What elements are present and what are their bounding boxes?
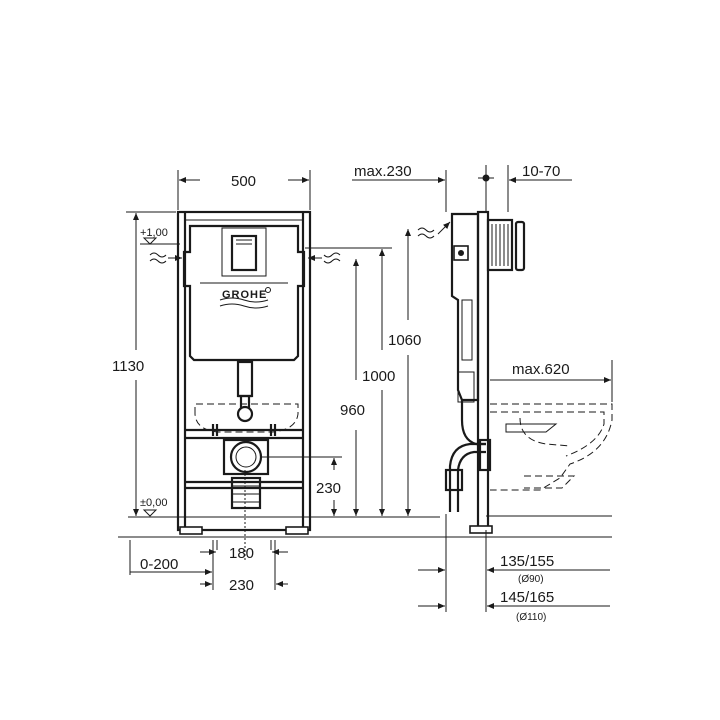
- dim-label-0-200: 0-200: [140, 556, 178, 573]
- level-label-top: +1,00: [140, 227, 168, 239]
- flush-pipe: [236, 360, 254, 423]
- dim-label-500: 500: [231, 173, 256, 190]
- dim-label-1130: 1130: [112, 358, 144, 375]
- dim-label-180: 180: [229, 545, 254, 562]
- side-frame: [444, 210, 526, 534]
- registered-mark-icon: [265, 287, 271, 293]
- dim-label-dia-90: (Ø90): [518, 574, 544, 585]
- side-view: max.230 10-70 max.620 135/155 (Ø90) 145/…: [352, 163, 613, 623]
- level-label-floor: ±0,00: [140, 497, 167, 509]
- waste-pipe: [222, 438, 270, 510]
- dim-max-230: [352, 170, 447, 212]
- level-marker-floor: [142, 509, 158, 517]
- front-view: GROHE: [112, 170, 612, 594]
- mounting-bolts: [211, 424, 277, 436]
- water-inlet-side-icon: [417, 227, 435, 233]
- dim-label-max-230: max.230: [354, 163, 412, 180]
- dim-label-max-620: max.620: [512, 361, 570, 378]
- water-inlet-left-icon: [149, 252, 167, 258]
- dim-label-1060: 1060: [388, 332, 421, 349]
- dim-height-1130: [126, 211, 176, 516]
- toilet-pan-outline: [490, 403, 613, 491]
- dim-bottom-group: [129, 540, 288, 590]
- dim-label-145-165: 145/165: [500, 589, 554, 606]
- dim-waste-offset: [418, 514, 610, 612]
- dim-1000: [305, 247, 392, 516]
- wall-axis-marker: [478, 165, 572, 212]
- dim-label-230-bottom: 230: [229, 577, 254, 594]
- dim-width-500: [177, 170, 311, 210]
- dim-label-230-vertical: 230: [316, 480, 341, 497]
- dim-label-135-155: 135/155: [500, 553, 554, 570]
- dim-label-960: 960: [340, 402, 365, 419]
- dim-max-620: [490, 360, 613, 402]
- brand-logo: GROHE: [222, 289, 267, 301]
- level-marker-top: [140, 237, 180, 245]
- cistern: [182, 224, 306, 362]
- water-inlet-right-icon: [323, 252, 341, 258]
- dim-label-1000: 1000: [362, 368, 395, 385]
- dim-label-dia-110: (Ø110): [516, 612, 546, 623]
- dim-label-10-70: 10-70: [522, 163, 560, 180]
- dim-230-vertical: [262, 456, 342, 516]
